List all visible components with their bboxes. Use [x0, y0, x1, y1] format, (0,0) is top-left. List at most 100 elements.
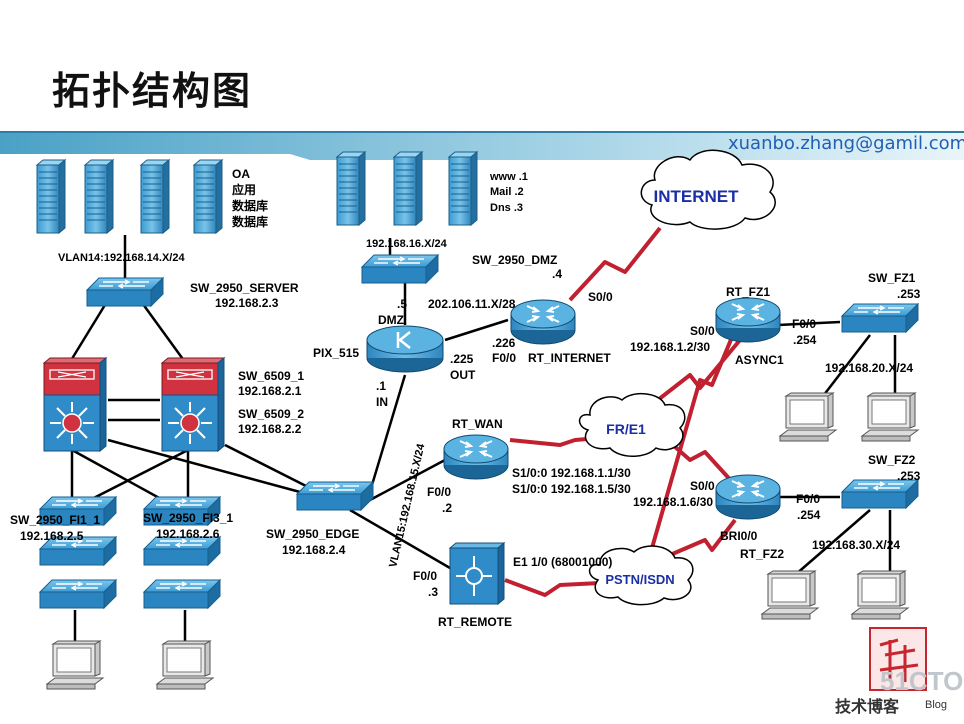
access-server-icon — [448, 541, 506, 606]
pix-out-label: OUT — [450, 368, 476, 382]
switch-icon — [841, 303, 919, 333]
server-icon — [36, 159, 66, 234]
core2-ip: 192.168.2.2 — [238, 422, 302, 436]
dmz-subnet: 192.168.16.X/24 — [366, 238, 448, 250]
rt-internet-name: RT_INTERNET — [528, 351, 611, 365]
rt-internet-serial: S0/0 — [588, 290, 613, 304]
rt-wan-s2: S1/0:0 192.168.1.5/30 — [512, 482, 631, 496]
rt-wan-name: RT_WAN — [452, 417, 503, 431]
server-icon — [84, 159, 114, 234]
core1-name: SW_6509_1 — [238, 369, 304, 383]
rt-fz1-name: RT_FZ1 — [726, 285, 770, 299]
rt-fz1-serial: S0/0 — [690, 324, 715, 338]
pix-firewall-icon — [366, 325, 444, 373]
vlan14-label: VLAN14:192.168.14.X/24 — [58, 252, 185, 264]
server-label-db1: 数据库 — [232, 198, 268, 213]
watermark-logo: 51CTO.com 技术博客 Blog — [835, 627, 964, 716]
core-switch-icon — [161, 357, 225, 452]
core-switch-icon — [43, 357, 107, 452]
dmz-switch-ip: .4 — [552, 267, 562, 281]
rt-remote-name: RT_REMOTE — [438, 615, 512, 629]
router-icon — [715, 297, 781, 343]
sw-server-ip: 192.168.2.3 — [215, 296, 279, 310]
rt-fz1-async: ASYNC1 — [735, 353, 784, 367]
rt-wan-s1: S1/0:0 192.168.1.1/30 — [512, 466, 631, 480]
server-label-oa: OA — [232, 167, 250, 181]
sw-fz2-subnet: 192.168.30.X/24 — [812, 538, 900, 552]
frame-relay-cloud: FR/E1 — [578, 393, 686, 457]
rt-internet-if-name: F0/0 — [492, 351, 516, 365]
router-icon — [715, 474, 781, 520]
rt-wan-f-ip: .2 — [442, 501, 452, 515]
rt-fz2-serial: S0/0 — [690, 479, 715, 493]
switch-icon — [86, 277, 164, 307]
pc-icon — [779, 392, 837, 442]
rt-fz2-serial-ip: 192.168.1.6/30 — [633, 495, 713, 509]
sw-fz1-name: SW_FZ1 — [868, 271, 916, 285]
pix-out-ip: .225 — [450, 352, 474, 366]
core1-ip: 192.168.2.1 — [238, 384, 302, 398]
edge-ip: 192.168.2.4 — [282, 543, 346, 557]
internet-cloud: INTERNET — [640, 149, 776, 230]
pix-name: PIX_515 — [313, 346, 359, 360]
access-f3-name: SW_2950_FI3_1 — [143, 511, 233, 525]
pstn-label: PSTN/ISDN — [605, 572, 674, 587]
page-title: 拓扑结构图 — [52, 69, 253, 113]
pix-in-label: IN — [376, 395, 388, 409]
watermark-blog: Blog — [925, 699, 947, 711]
access-f1-ip: 192.168.2.5 — [20, 529, 84, 543]
dmz-www: www .1 — [489, 171, 528, 183]
lan-links — [68, 235, 897, 645]
sw-fz1-ip: .253 — [897, 287, 921, 301]
sw-fz1-subnet: 192.168.20.X/24 — [825, 361, 913, 375]
pc-icon — [851, 570, 909, 620]
switch-icon — [143, 579, 221, 609]
server-icon — [140, 159, 170, 234]
server-label-db2: 数据库 — [232, 214, 268, 229]
pc-icon — [761, 570, 819, 620]
rt-fz2-f-name: F0/0 — [796, 492, 820, 506]
sw-fz2-ip: .253 — [897, 469, 921, 483]
rt-fz1-f-ip: .254 — [793, 333, 817, 347]
sw-server-name: SW_2950_SERVER — [190, 281, 299, 295]
server-farm-left — [36, 159, 223, 234]
author-email: xuanbo.zhang@gamil.com — [728, 133, 964, 154]
router-icon — [443, 434, 509, 480]
switch-icon — [143, 536, 221, 566]
dmz-switch-name: SW_2950_DMZ — [472, 253, 557, 267]
rt-remote-e1: E1 1/0 (68001000) — [513, 555, 612, 569]
pix-dmz-ip: .5 — [397, 297, 407, 311]
server-icon — [393, 151, 423, 226]
rt-remote-f-ip: .3 — [428, 585, 438, 599]
frame-relay-label: FR/E1 — [606, 421, 646, 437]
pc-icon — [46, 640, 104, 690]
rt-fz2-name: RT_FZ2 — [740, 547, 784, 561]
sw-fz2-name: SW_FZ2 — [868, 453, 916, 467]
server-icon — [336, 151, 366, 226]
dmz-dns: Dns .3 — [490, 202, 523, 214]
pstn-cloud: PSTN/ISDN — [588, 545, 694, 606]
rt-internet-if-ip: .226 — [492, 336, 516, 350]
pix-dmz-label: DMZ — [378, 313, 404, 327]
server-label-app: 应用 — [232, 182, 256, 197]
rt-wan-f-name: F0/0 — [427, 485, 451, 499]
vlan15-label: VLAN15:192.168.15.X/24 — [387, 442, 427, 569]
pc-icon — [861, 392, 919, 442]
watermark-site: 51CTO.com — [880, 666, 964, 696]
router-icon — [510, 299, 576, 345]
rt-fz1-serial-ip: 192.168.1.2/30 — [630, 340, 710, 354]
switch-icon — [361, 254, 439, 284]
dmz-mail: Mail .2 — [490, 186, 524, 198]
access-f1-name: SW_2950_FI1_1 — [10, 513, 100, 527]
switch-icon — [39, 579, 117, 609]
switch-icon — [296, 481, 374, 511]
core2-name: SW_6509_2 — [238, 407, 304, 421]
watermark-tagline: 技术博客 — [835, 697, 900, 716]
rt-fz2-bri: BRI0/0 — [720, 529, 758, 543]
pc-icon — [156, 640, 214, 690]
internet-label: INTERNET — [654, 187, 740, 206]
edge-name: SW_2950_EDGE — [266, 527, 359, 541]
switch-icon — [841, 479, 919, 509]
